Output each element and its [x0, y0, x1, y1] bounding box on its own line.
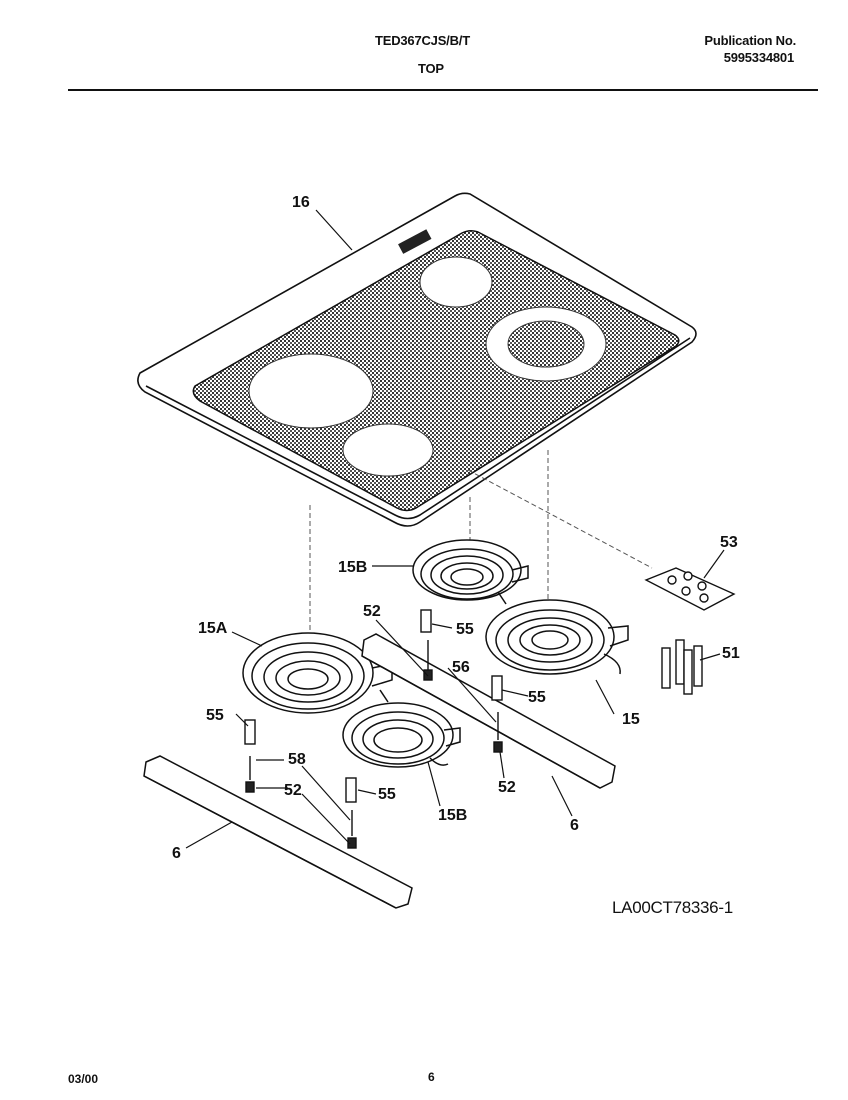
callout-52-top: 52: [363, 603, 381, 620]
terminal-connectors: [661, 639, 703, 695]
publication-label: Publication No.: [704, 33, 796, 48]
footer-date: 03/00: [68, 1072, 99, 1086]
element-15B-bottom: [342, 702, 461, 768]
callout-16: 16: [292, 194, 310, 211]
model-number: TED367CJS/B/T: [375, 33, 470, 48]
callout-53: 53: [720, 534, 738, 551]
burner-zone-front-right: [342, 423, 434, 477]
burner-zone-rear-right-inner: [507, 320, 585, 368]
callout-52-left: 52: [284, 782, 302, 799]
vent-grille: [398, 229, 432, 254]
callout-55-mid: 55: [528, 689, 546, 706]
alignment-lines: [309, 450, 653, 640]
element-15A: [242, 632, 393, 714]
burner-zone-rear-left: [419, 256, 493, 308]
callout-15A: 15A: [198, 620, 228, 637]
glass-surface: [192, 229, 680, 512]
element-15: [485, 599, 629, 675]
leader-lines: [185, 209, 725, 849]
callout-58: 58: [288, 751, 306, 768]
element-15B-top: [412, 539, 529, 605]
callout-6-left: 6: [172, 845, 181, 862]
callout-15B-top: 15B: [338, 559, 367, 576]
publication-number: 5995334801: [723, 50, 795, 65]
callout-55-bottom: 55: [378, 786, 396, 803]
callout-15: 15: [622, 711, 640, 728]
burner-zone-front-left: [248, 353, 374, 429]
callout-15B-bottom: 15B: [438, 807, 467, 824]
spacers-and-screws: [244, 609, 503, 849]
section-title: TOP: [418, 61, 444, 76]
page-number: 6: [428, 1070, 435, 1084]
callout-55-left: 55: [206, 707, 224, 724]
callout-51: 51: [722, 645, 740, 662]
terminal-block: [644, 567, 736, 611]
callout-56: 56: [452, 659, 470, 676]
callout-55-top: 55: [456, 621, 474, 638]
header-rule: [68, 89, 818, 91]
callout-52-right: 52: [498, 779, 516, 796]
bracket-left: [143, 755, 413, 909]
diagram-reference-code: LA00CT78336-1: [612, 898, 733, 917]
callout-6-right: 6: [570, 817, 579, 834]
